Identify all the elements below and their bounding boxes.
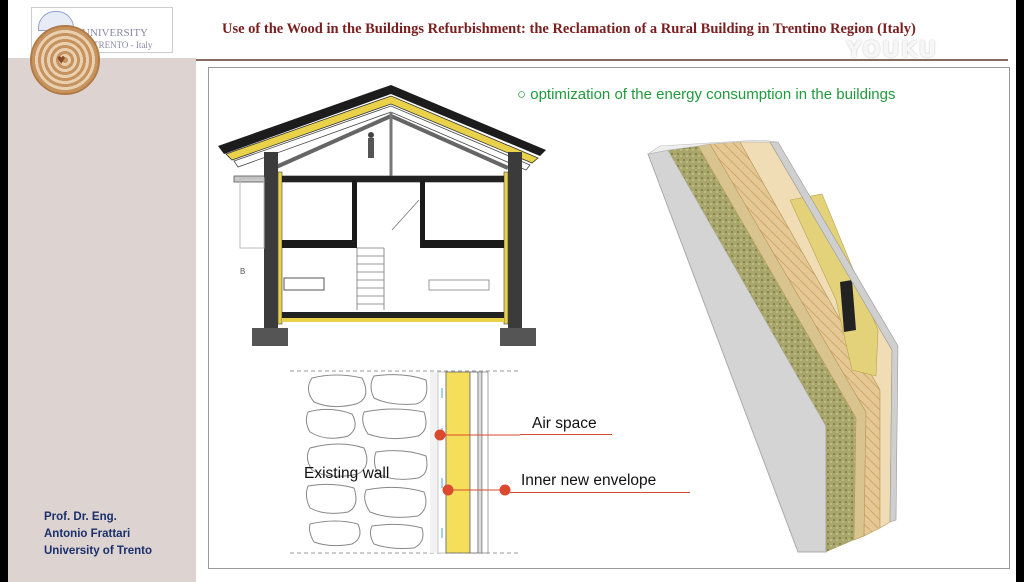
bullet-item: ○ optimization of the energy consumption… [517, 86, 895, 103]
existing-wall-label: Existing wall [304, 465, 390, 482]
tree-rings-logo: ♥ [30, 25, 100, 95]
sidebar [8, 58, 196, 582]
inner-envelope-underline [510, 492, 690, 493]
heart-icon: ♥ [57, 51, 66, 67]
page-title: Use of the Wood in the Buildings Refurbi… [222, 21, 916, 37]
wall-panel-3d-illustration [647, 140, 899, 553]
author-line-1: Prof. Dr. Eng. [44, 511, 117, 523]
building-section-drawing: B [218, 85, 546, 346]
bullet-text: optimization of the energy consumption i… [530, 86, 896, 103]
author-block: Prof. Dr. Eng. Antonio Frattari Universi… [44, 509, 152, 560]
inner-envelope-label: Inner new envelope [521, 472, 657, 489]
air-space-underline [520, 434, 612, 435]
watermark: YOUKU [846, 38, 938, 63]
logo-line-2: F TRENTO - Italy [86, 40, 153, 50]
air-space-label: Air space [532, 415, 597, 432]
header-divider [196, 59, 1008, 61]
section-mark-b: B [240, 267, 245, 276]
bullet-icon: ○ [517, 86, 531, 103]
author-line-2: Antonio Frattari [44, 528, 131, 540]
logo-line-1: UNIVERSITY [82, 27, 148, 39]
wall-detail-drawing [290, 370, 520, 554]
author-line-3: University of Trento [44, 545, 152, 557]
